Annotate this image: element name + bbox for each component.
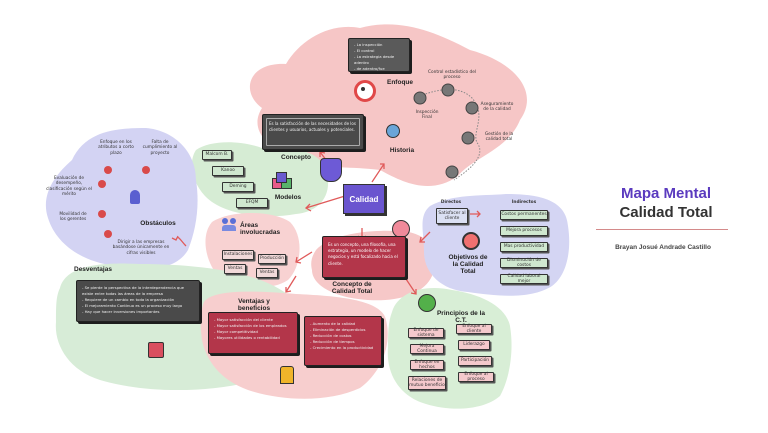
concepto-text: Es la satisfacción de las necesidades de… [269,121,356,133]
globe-icon [386,124,400,138]
objetivos-col-indirectos: Indirectos [511,200,537,205]
area-ventas-2[interactable]: Ventas [256,268,278,278]
historia-step-4: Gestión de la calidad total [484,132,514,143]
connector-arrows [171,151,481,295]
modelo-efqm[interactable]: EFQM [236,198,268,208]
target-icon-objetivos [462,232,480,250]
principio-2[interactable]: Enfoque al cliente [456,324,492,334]
principio-4[interactable]: Liderazgo [458,340,490,350]
enfoque-box: - La inspección - El control - La estrat… [348,38,410,72]
number-badge-4 [98,210,106,218]
concepto-box: Es la satisfacción de las necesidades de… [262,114,364,150]
area-instalaciones[interactable]: Instalaciones [222,250,254,260]
number-badge-3 [98,180,106,188]
people-icon [222,218,238,232]
number-badge-2 [142,166,150,174]
principios-label: Principios de la C.T. [436,310,486,325]
number-badge-1 [104,166,112,174]
runner-icon [130,190,140,204]
obstaculo-1: Enfoque en los atributos a corto plazo [98,140,134,156]
map-title: Mapa Mental [620,185,711,202]
enfoque-label: Enfoque [387,79,413,86]
check-shield-icon [418,294,436,312]
historia-step-1: Control estadístico del proceso [427,70,477,81]
obstaculo-3: Evaluación de desempeño, clasificación s… [46,176,92,198]
ventajas-col2: - Aumento de la calidad - Eliminación de… [310,321,374,350]
calidad-card: Calidad [343,184,385,214]
thumbs-down-icon [148,342,164,358]
principio-5[interactable]: Enfoque en hechos [410,360,444,370]
cubes-icon [272,172,292,192]
calidad-title: Calidad [349,194,379,204]
modelo-deming[interactable]: Deming [222,182,254,192]
blob-obstaculos [45,128,198,269]
historia-step-3: Aseguramiento de la calidad [480,102,514,113]
objetivo-indirecto-3[interactable]: Mas productividad [500,242,548,252]
ventajas-box-1: - Mayor satisfacción del cliente - Mayor… [208,312,298,354]
target-icon [354,80,376,102]
principio-7[interactable]: Relaciones de mutuo beneficio [408,376,446,390]
principio-3[interactable]: Mejora Continua [410,344,444,354]
author-name: Brayan Josué Andrade Castillo [615,244,711,251]
areas-label: Áreas involucradas [240,222,281,237]
objetivo-indirecto-2[interactable]: Mejora procesos [500,226,548,236]
title-divider [596,229,728,230]
principio-1[interactable]: Enfoque de sistema [408,328,444,338]
principio-6[interactable]: Participación [458,356,492,366]
desventajas-label: Desventajas [74,266,112,273]
ventajas-col1: - Mayor satisfacción del cliente - Mayor… [214,317,287,340]
shield-icon [320,158,342,182]
objetivos-col-directos: Directos [440,200,462,205]
enfoque-items: - La inspección - El control - La estrat… [354,42,395,71]
calidad-total-label: Concepto de Calidad Total [331,281,373,296]
obstaculo-5: Dirigir a las empresas basándose únicame… [112,240,170,256]
calidad-total-box: Es un concepto, una filosofía, una estra… [322,236,406,278]
map-subtitle: Calidad Total [619,204,713,221]
historia-label: Historia [389,147,415,154]
desventajas-box: - Se pierde la perspectiva de la interde… [76,280,200,322]
blob-modelos [191,142,329,217]
concepto-label: Concepto [281,154,311,161]
modelo-kanoo[interactable]: Kanoo [212,166,244,176]
area-produccion[interactable]: Producción [258,254,286,264]
obstaculo-4: Movilidad de los gerentes [59,212,87,223]
objetivos-label: Objetivos de la Calidad Total [448,254,488,276]
historia-timeline [413,83,481,181]
principio-8[interactable]: Enfoque al proceso [458,372,494,382]
desventajas-items: - Se pierde la perspectiva de la interde… [82,285,185,314]
modelos-label: Modelos [274,194,302,201]
obstaculos-label: Obstáculos [140,220,176,227]
target-center [361,87,365,91]
number-badge-5 [104,230,112,238]
trophy-icon [280,366,294,384]
modelo-malcom[interactable]: Malcom B. [202,150,232,160]
objetivo-satisfacer-cliente[interactable]: Satisfacer al cliente [436,208,468,224]
ventajas-box-2: - Aumento de la calidad - Eliminación de… [304,316,382,366]
obstaculo-2: Falta de cumplimiento al proyecto [142,140,178,156]
ventajas-label: Ventajas y beneficios [237,298,271,313]
objetivo-indirecto-5[interactable]: Calidad laboral mejor [500,274,548,284]
blob-principios [387,288,512,409]
objetivo-indirecto-4[interactable]: Disminución de costos [500,258,548,268]
historia-step-2: Inspección Final [415,110,439,121]
area-ventas[interactable]: Ventas [224,264,246,274]
objetivo-indirecto-1[interactable]: Costos permanentes [500,210,548,220]
calidad-total-text: Es un concepto, una filosofía, una estra… [328,242,398,266]
